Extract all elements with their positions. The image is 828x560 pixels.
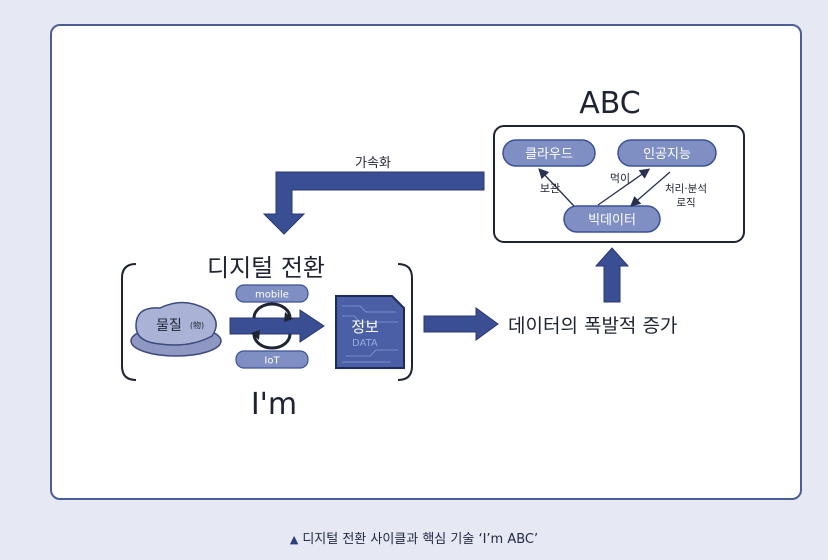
mobile-pill [235, 284, 309, 303]
left-bracket [121, 263, 137, 381]
im-label: I'm [251, 387, 297, 422]
explosion-label: 데이터의 폭발적 증가 [508, 315, 677, 337]
mobile-label: mobile [255, 290, 289, 301]
cloud-label: 클라우드 [525, 147, 573, 162]
digital-transformation-title: 디지털 전환 [207, 254, 325, 282]
info-label: 정보 [351, 318, 379, 336]
info-chip-circuit [342, 305, 398, 363]
cycle-icon [251, 302, 293, 350]
processing-label-1: 처리·분석 [665, 183, 707, 195]
arrow-bigdata-to-ai [597, 168, 651, 206]
info-watermark: DATA [352, 338, 378, 349]
ai-pill [617, 139, 717, 167]
material-note: (物) [190, 320, 204, 330]
cloud-pill [502, 139, 596, 167]
caption-triangle-icon: ▲ [289, 533, 299, 546]
acceleration-label: 가속화 [355, 156, 391, 171]
material-blob [135, 301, 217, 346]
ai-label: 인공지능 [643, 147, 691, 162]
bigdata-pill [563, 205, 661, 233]
processing-label-2: 로직 [676, 197, 695, 209]
right-bracket [397, 263, 413, 381]
explosion-to-abc-arrow [594, 247, 630, 303]
iot-pill [235, 350, 309, 369]
material-label: 물질 [156, 318, 182, 334]
diagram-frame [50, 24, 802, 500]
abc-title: ABC [579, 86, 641, 121]
material-to-info-arrow [229, 309, 325, 343]
info-to-explosion-arrow [423, 307, 499, 341]
acceleration-arrow [262, 171, 485, 235]
arrow-bigdata-to-cloud [538, 168, 575, 207]
digital-transformation-diagram: ABC 클라우드 인공지능 빅데이터 보관 먹이 처리·분석 로직 가속화 디지… [121, 86, 745, 422]
caption-text: 디지털 전환 사이클과 핵심 기술 ‘I’m ABC’ [302, 532, 539, 547]
bigdata-label: 빅데이터 [588, 213, 636, 228]
iot-label: IoT [264, 356, 280, 367]
arrow-ai-to-bigdata [630, 171, 671, 207]
feed-label: 먹이 [610, 172, 630, 185]
figure-caption: ▲디지털 전환 사이클과 핵심 기술 ‘I’m ABC’ [0, 528, 828, 547]
storage-label: 보관 [540, 182, 560, 195]
